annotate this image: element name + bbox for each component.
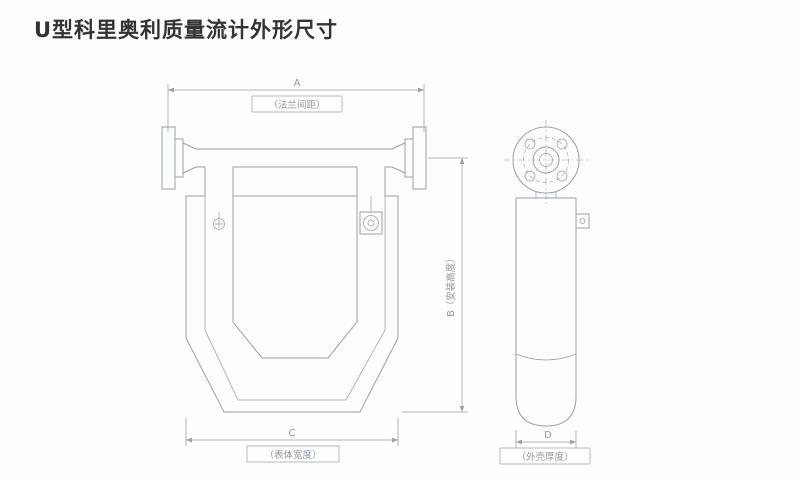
side-boss-box: [575, 213, 590, 229]
tube-stubs: [204, 167, 386, 196]
flange-right-taper: [391, 142, 406, 174]
dim-b: B（安装高度）: [402, 157, 468, 413]
side-boss-circle: [579, 218, 586, 224]
bolt-hole: [524, 170, 536, 182]
dim-d-letter: D: [544, 430, 552, 441]
bolt-pitch-circle: [523, 137, 569, 183]
housing-body: [515, 197, 577, 427]
dim-a-letter: A: [294, 78, 301, 89]
page-title: U型科里奥利质量流计外形尺寸: [34, 18, 339, 42]
side-view: D （外壳厚度）: [499, 120, 591, 465]
flange-left-plate: [161, 126, 176, 190]
dim-c: C （表体宽度）: [185, 418, 399, 463]
flange-neck: [535, 191, 557, 198]
sensor-left-cross: [214, 219, 224, 229]
bolt-hole: [524, 138, 536, 150]
dim-a: A （法兰间距）: [167, 78, 425, 132]
side-boss: [575, 213, 590, 229]
casing-outline: [185, 196, 399, 413]
dim-d-label-box: [499, 447, 591, 465]
dim-d-label: （外壳厚度）: [516, 451, 573, 463]
flange-left-taper: [182, 142, 197, 174]
dim-c-label-box: [246, 445, 340, 463]
dim-a-label-box: [251, 95, 343, 113]
bolt-hole: [556, 138, 568, 150]
sensor-right: [359, 196, 383, 235]
flange-right-hub: [404, 138, 414, 178]
dim-d-extension-lines: [515, 430, 577, 448]
sensor-left: [213, 212, 225, 230]
bolt-hole: [556, 170, 568, 182]
flange-right: [391, 126, 427, 190]
sensor-right-circle: [363, 215, 379, 231]
casing-inner-wall: [204, 196, 386, 401]
bore-inner-circle: [539, 153, 553, 167]
u-notch: [232, 196, 358, 359]
sensor-right-box: [359, 211, 383, 235]
flange-centerlines: [504, 120, 588, 204]
sensor-left-circle: [213, 218, 225, 230]
front-view: A （法兰间距）: [161, 78, 468, 463]
dim-a-label: （法兰间距）: [268, 99, 325, 111]
process-pipe: [196, 148, 392, 168]
bore-circle: [532, 146, 560, 174]
dim-b-extension-lines: [402, 157, 468, 413]
sensor-right-inner-circle: [367, 219, 375, 227]
flange-outer-circle: [512, 126, 580, 194]
dim-d: D （外壳厚度）: [499, 430, 591, 465]
dim-c-label: （表体宽度）: [264, 449, 321, 461]
flange-left-hub: [174, 138, 184, 178]
dim-b-label: B（安装高度）: [445, 253, 457, 317]
dim-c-letter: C: [289, 428, 296, 439]
housing-seam: [515, 353, 577, 361]
flange-left: [161, 126, 197, 190]
flange-right-plate: [412, 126, 427, 190]
flange-face: [512, 126, 580, 194]
